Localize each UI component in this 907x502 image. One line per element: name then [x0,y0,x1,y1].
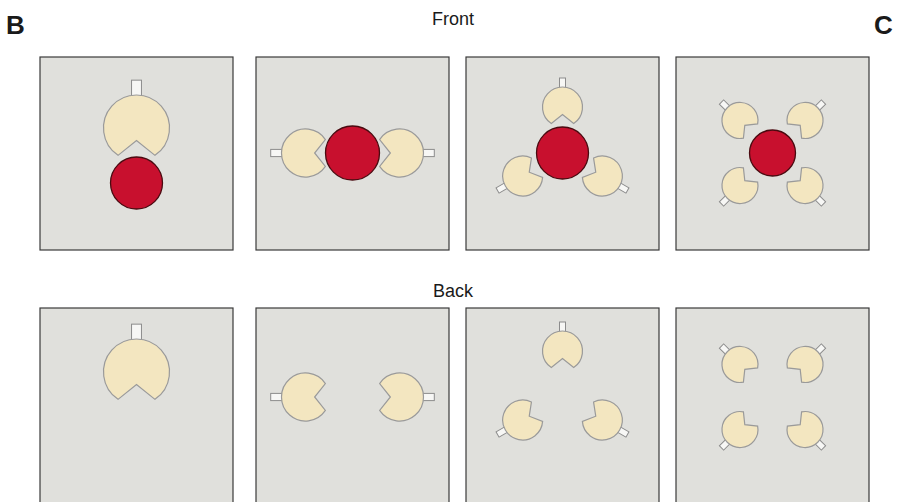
receptor-shape [782,406,836,460]
red-disc [111,157,163,209]
receptor-shape [709,89,763,143]
receptor-shape [709,162,763,216]
receptor-body [380,373,424,421]
receptor-body [715,339,764,388]
receptor-shape [543,322,583,368]
receptor-shape [782,333,836,387]
receptor-body [104,339,170,399]
receptor-tab [132,80,142,97]
receptor-body [578,394,630,447]
red-disc [537,127,589,179]
panel-frame [466,57,659,250]
receptor-body [104,95,170,155]
receptor-body [782,339,831,388]
receptor-shape [782,89,836,143]
panel-frame [676,308,869,502]
panel-frame [466,308,659,502]
receptor-shape [782,162,836,216]
receptor-shape [488,394,547,451]
receptor-body [380,129,424,177]
receptor-tab [132,324,142,341]
panel-frame [676,57,869,250]
receptor-body [282,373,326,421]
panel-letter: B [6,11,25,40]
receptor-shape [271,129,326,177]
receptor-shape [380,129,435,177]
figures [104,78,837,461]
receptor-body [543,87,583,124]
panel-frame [40,308,233,502]
panel-letter: C [874,11,893,40]
row-heading: Back [433,282,473,302]
receptor-shape [104,80,170,155]
receptor-body [495,394,547,447]
receptor-body [782,406,831,455]
red-disc [750,130,796,176]
receptor-shape [709,333,763,387]
red-disc [326,126,380,180]
receptor-shape [271,373,326,421]
panel-frame [256,308,449,502]
receptor-shape [709,406,763,460]
receptor-body [282,129,326,177]
receptor-shape [543,78,583,124]
receptor-shape [578,394,637,451]
receptor-body [543,331,583,368]
panel-frame [40,57,233,250]
receptor-shape [104,324,170,399]
receptor-body [715,406,764,455]
receptor-shape [380,373,435,421]
panel-frame [256,57,449,250]
row-heading: Front [432,10,474,30]
